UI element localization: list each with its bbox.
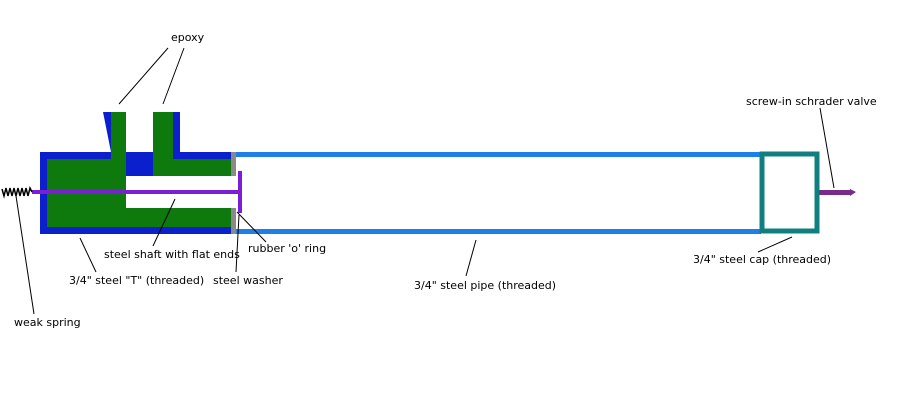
rubber-o-ring xyxy=(231,152,236,234)
steel-shaft xyxy=(32,190,239,194)
label-steel-shaft: steel shaft with flat ends xyxy=(104,248,240,261)
labels: epoxy screw-in schrader valve steel shaf… xyxy=(14,31,877,329)
leader-epoxy-right xyxy=(162,47,185,105)
leader-rubber-o-ring xyxy=(236,211,267,243)
schrader-valve-stem xyxy=(819,190,850,195)
label-steel-pipe: 3/4" steel pipe (threaded) xyxy=(414,279,556,292)
schrader-valve xyxy=(819,189,856,196)
label-schrader-valve: screw-in schrader valve xyxy=(746,95,877,108)
o-ring-bottom xyxy=(231,208,236,234)
o-ring-top xyxy=(231,152,236,176)
leader-schrader-valve xyxy=(819,107,835,189)
label-rubber-o-ring: rubber 'o' ring xyxy=(248,242,326,255)
epoxy-fill-left xyxy=(47,112,234,227)
leader-steel-pipe xyxy=(465,239,477,277)
leader-steel-washer xyxy=(235,214,240,273)
leader-weak-spring xyxy=(15,195,35,315)
steel-t-fitting xyxy=(40,112,234,234)
epoxy-fill-right xyxy=(153,112,234,176)
label-steel-washer: steel washer xyxy=(213,274,283,287)
label-weak-spring: weak spring xyxy=(14,316,81,329)
steel-cap xyxy=(759,151,820,234)
leader-steel-cap xyxy=(757,236,793,253)
label-epoxy: epoxy xyxy=(171,31,205,44)
steel-washer xyxy=(238,171,242,213)
steel-pipe xyxy=(234,152,761,234)
leader-steel-shaft xyxy=(152,198,176,247)
leader-lines xyxy=(15,47,835,315)
steel-pipe-top-wall xyxy=(234,152,761,157)
label-steel-t: 3/4" steel "T" (threaded) xyxy=(69,274,204,287)
steel-pipe-bottom-wall xyxy=(234,229,761,234)
schrader-valve-tip xyxy=(850,189,856,196)
weak-spring xyxy=(1,185,33,199)
leader-epoxy-left xyxy=(118,47,169,105)
label-steel-cap: 3/4" steel cap (threaded) xyxy=(693,253,831,266)
leader-steel-t xyxy=(79,237,97,273)
